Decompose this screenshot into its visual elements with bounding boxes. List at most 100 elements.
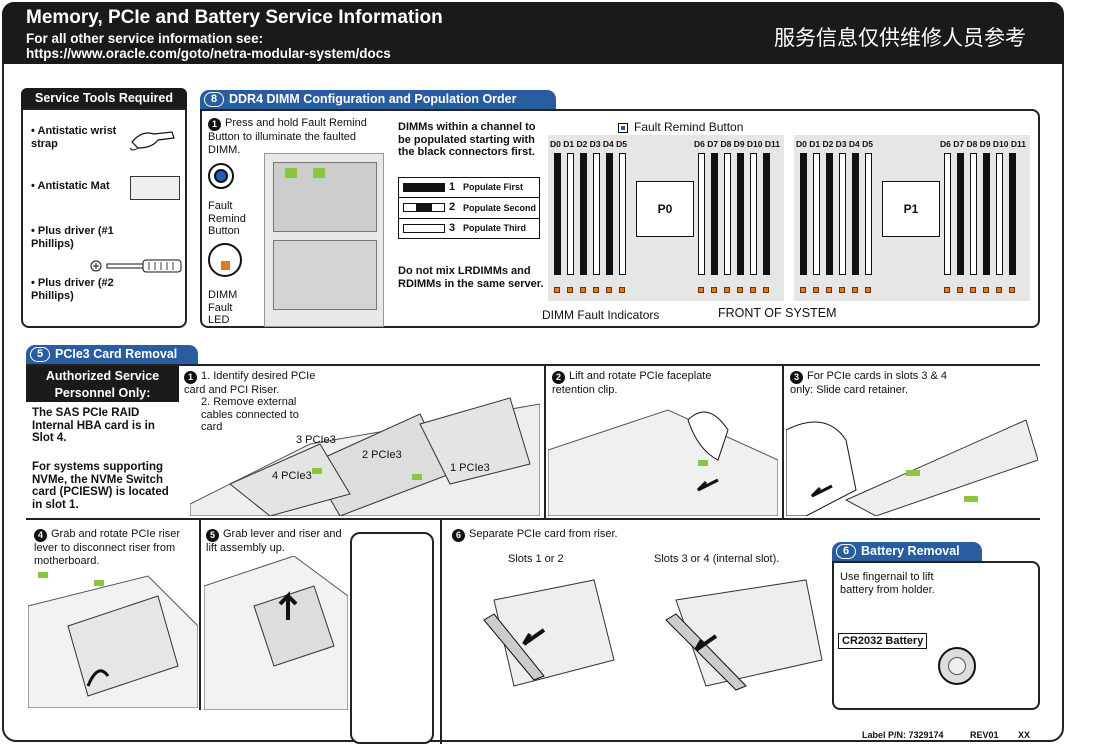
battery-section-title: Battery Removal [861, 544, 960, 558]
pcie-divider-v3 [199, 520, 201, 710]
p1-dimm-fault-led [852, 287, 858, 293]
pcie-note-nvme: For systems supporting NVMe, the NVMe Sw… [32, 461, 169, 511]
tools-header: Service Tools Required [21, 88, 187, 108]
frb-callout-label: Fault Remind Button [208, 200, 246, 237]
p1-dimm-fault-led [865, 287, 871, 293]
p1-dimm-slot [852, 153, 859, 275]
screwdriver-icon [90, 259, 182, 273]
riser-lever-illustration [27, 566, 199, 709]
fault-remind-button-icon[interactable] [214, 169, 228, 183]
p0-dimm-slot [698, 153, 705, 275]
battery-label: CR2032 Battery [838, 633, 928, 649]
p0-dimm-fault-led [580, 287, 586, 293]
p1-dimm-fault-led [1009, 287, 1015, 293]
legend-row-second: 2 Populate Second [399, 198, 539, 219]
frb-legend-label: Fault Remind Button [634, 120, 744, 134]
p0-dimm-slot [724, 153, 731, 275]
p0-dimm-slot [763, 153, 770, 275]
p0-dimm-fault-led [724, 287, 730, 293]
legend-row-first: 1 Populate First [399, 178, 539, 198]
p1-dimm-slot [996, 153, 1003, 275]
pcie-step2-text: Lift and rotate PCIe faceplate retention… [552, 370, 712, 396]
population-legend: 1 Populate First 2 Populate Second 3 Pop… [398, 177, 540, 239]
legend-label-second: Populate Second [463, 203, 537, 213]
p0-dimm-slot [567, 153, 574, 275]
p1-dimm-fault-led [983, 287, 989, 293]
page-title: Memory, PCIe and Battery Service Informa… [26, 7, 443, 28]
p1-dimm-slot [826, 153, 833, 275]
cpu0: P0 [636, 181, 694, 237]
antistatic-mat-icon [130, 176, 180, 200]
dimm-led-callout-label: DIMM Fault LED [208, 289, 238, 326]
p0-dimm-fault-led [750, 287, 756, 293]
card-retainer-illustration [785, 400, 1039, 517]
p1-dimm-slot [983, 153, 990, 275]
p0-dimm-fault-led [554, 287, 560, 293]
pcie-step6-text: Separate PCIe card from riser. [469, 528, 618, 540]
tool-plus-driver-2: • Plus driver (#2 Phillips) [31, 277, 114, 302]
p0-dimm-fault-led [567, 287, 573, 293]
fault-remind-button-callout [208, 163, 234, 189]
p0-dimm-fault-led [619, 287, 625, 293]
label-part-number: Label P/N: 7329174 [862, 730, 944, 740]
p0-dimm-fault-led [737, 287, 743, 293]
p0-dimm-fault-led [593, 287, 599, 293]
separate-card-slot12-illustration [444, 570, 620, 700]
tools-box: • Antistatic wrist strap • Antistatic Ma… [21, 108, 187, 328]
p1-right-slot-labels: D6 D7 D8 D9 D10 D11 [940, 139, 1026, 149]
p1-dimm-slot [813, 153, 820, 275]
pcie-step3-text: For PCIe cards in slots 3 & 4 only: Slid… [790, 370, 947, 396]
pcie-step4-text: Grab and rotate PCIe riser lever to disc… [34, 528, 181, 567]
p1-left-slot-labels: D0 D1 D2 D3 D4 D5 [796, 139, 874, 149]
battery-step-number: 6 [836, 544, 856, 559]
cpu1: P1 [882, 181, 940, 237]
label-revision: REV01 [970, 730, 999, 740]
legend-row-third: 3 Populate Third [399, 219, 539, 239]
cpu1-dimm-map: D0 D1 D2 D3 D4 D5 D6 D7 D8 D9 D10 D11 P1 [794, 135, 1030, 301]
p0-left-slot-labels: D0 D1 D2 D3 D4 D5 [550, 139, 628, 149]
cr2032-battery-icon [938, 647, 976, 685]
p1-dimm-fault-led [957, 287, 963, 293]
pcie-step1-text-a: 1. Identify desired PCIe card and PCI Ri… [184, 370, 316, 396]
authorized-personnel-header: Authorized Service Personnel Only: [26, 366, 179, 402]
p0-dimm-fault-led [698, 287, 704, 293]
legend-num-first: 1 [449, 181, 456, 193]
pcie-step-number: 5 [30, 347, 50, 362]
docs-link[interactable]: https://www.oracle.com/goto/netra-modula… [26, 46, 391, 61]
header-banner: Memory, PCIe and Battery Service Informa… [2, 2, 1064, 64]
battery-box: Use fingernail to lift battery from hold… [832, 561, 1040, 710]
p1-dimm-fault-led [839, 287, 845, 293]
battery-section-tab: 6 Battery Removal [832, 542, 982, 561]
dimm-step-number: 8 [204, 92, 224, 107]
cpu0-dimm-map: D0 D1 D2 D3 D4 D5 D6 D7 D8 D9 D10 D11 P0 [548, 135, 784, 301]
dimm-section-tab: 8 DDR4 DIMM Configuration and Population … [200, 90, 556, 109]
card-label-slot2: 2 PCIe3 [362, 449, 402, 461]
pcie-divider-mid [26, 518, 1040, 520]
pcie-step5-text: Grab lever and riser and lift assembly u… [206, 528, 342, 554]
dimm-fault-indicators-label: DIMM Fault Indicators [542, 308, 660, 322]
dimm-step1-num: 1 [208, 118, 221, 131]
p0-dimm-slot [554, 153, 561, 275]
dimm-fault-led-icon [221, 261, 230, 270]
motherboard-illustration [264, 153, 384, 327]
pcie-step3-num: 3 [790, 371, 803, 384]
separate-card-slot34-illustration [626, 570, 826, 700]
lift-assembly-illustration [203, 555, 349, 711]
legend-num-third: 3 [449, 222, 456, 234]
retention-clip-illustration [547, 400, 779, 517]
p1-dimm-slot [865, 153, 872, 275]
label-xx: XX [1018, 730, 1031, 740]
p0-dimm-fault-led [711, 287, 717, 293]
pcie-divider-v2 [782, 366, 784, 518]
p1-dimm-slot [944, 153, 951, 275]
p1-dimm-fault-led [813, 287, 819, 293]
dimm-section-title: DDR4 DIMM Configuration and Population O… [229, 92, 517, 106]
p0-dimm-slot [750, 153, 757, 275]
